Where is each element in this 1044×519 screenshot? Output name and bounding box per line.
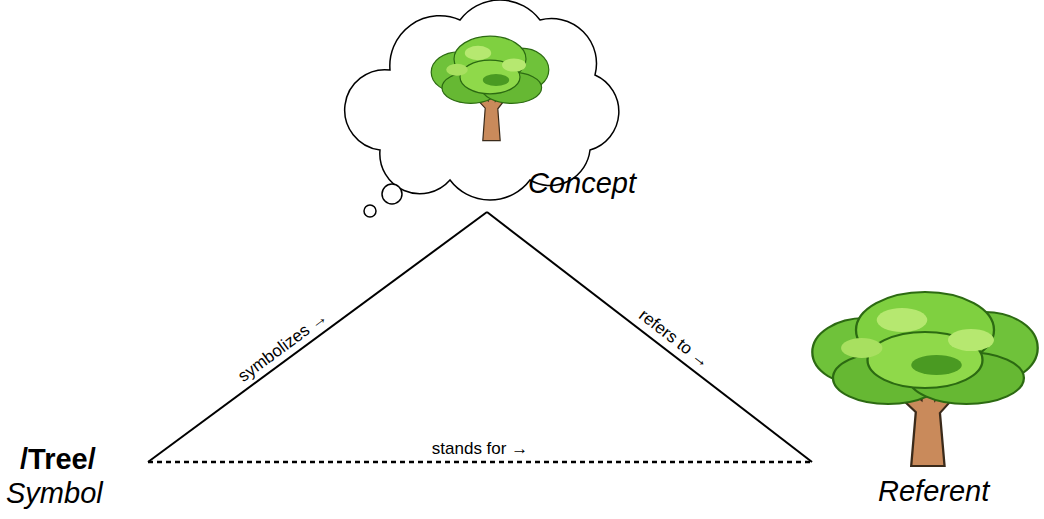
edge-label: stands for → — [432, 439, 528, 459]
concept-tree — [431, 36, 549, 140]
concept-label: Concept — [528, 166, 636, 200]
referent-tree — [812, 292, 1037, 466]
connector-line — [487, 212, 812, 462]
thought-bubble — [364, 205, 376, 217]
connector-line — [148, 212, 487, 462]
dashed-connector — [148, 461, 812, 464]
symbol-text: Symbol — [6, 476, 103, 510]
thought-bubble — [382, 184, 402, 204]
edge-label: refers to → — [634, 306, 713, 373]
edge-label: symbolizes → — [234, 307, 331, 386]
referent-label: Referent — [878, 474, 989, 508]
symbol-word: /Tree/ — [6, 442, 103, 476]
concept-text: Concept — [528, 166, 636, 200]
referent-text: Referent — [878, 474, 989, 508]
symbol-label: /Tree/Symbol — [6, 442, 103, 510]
